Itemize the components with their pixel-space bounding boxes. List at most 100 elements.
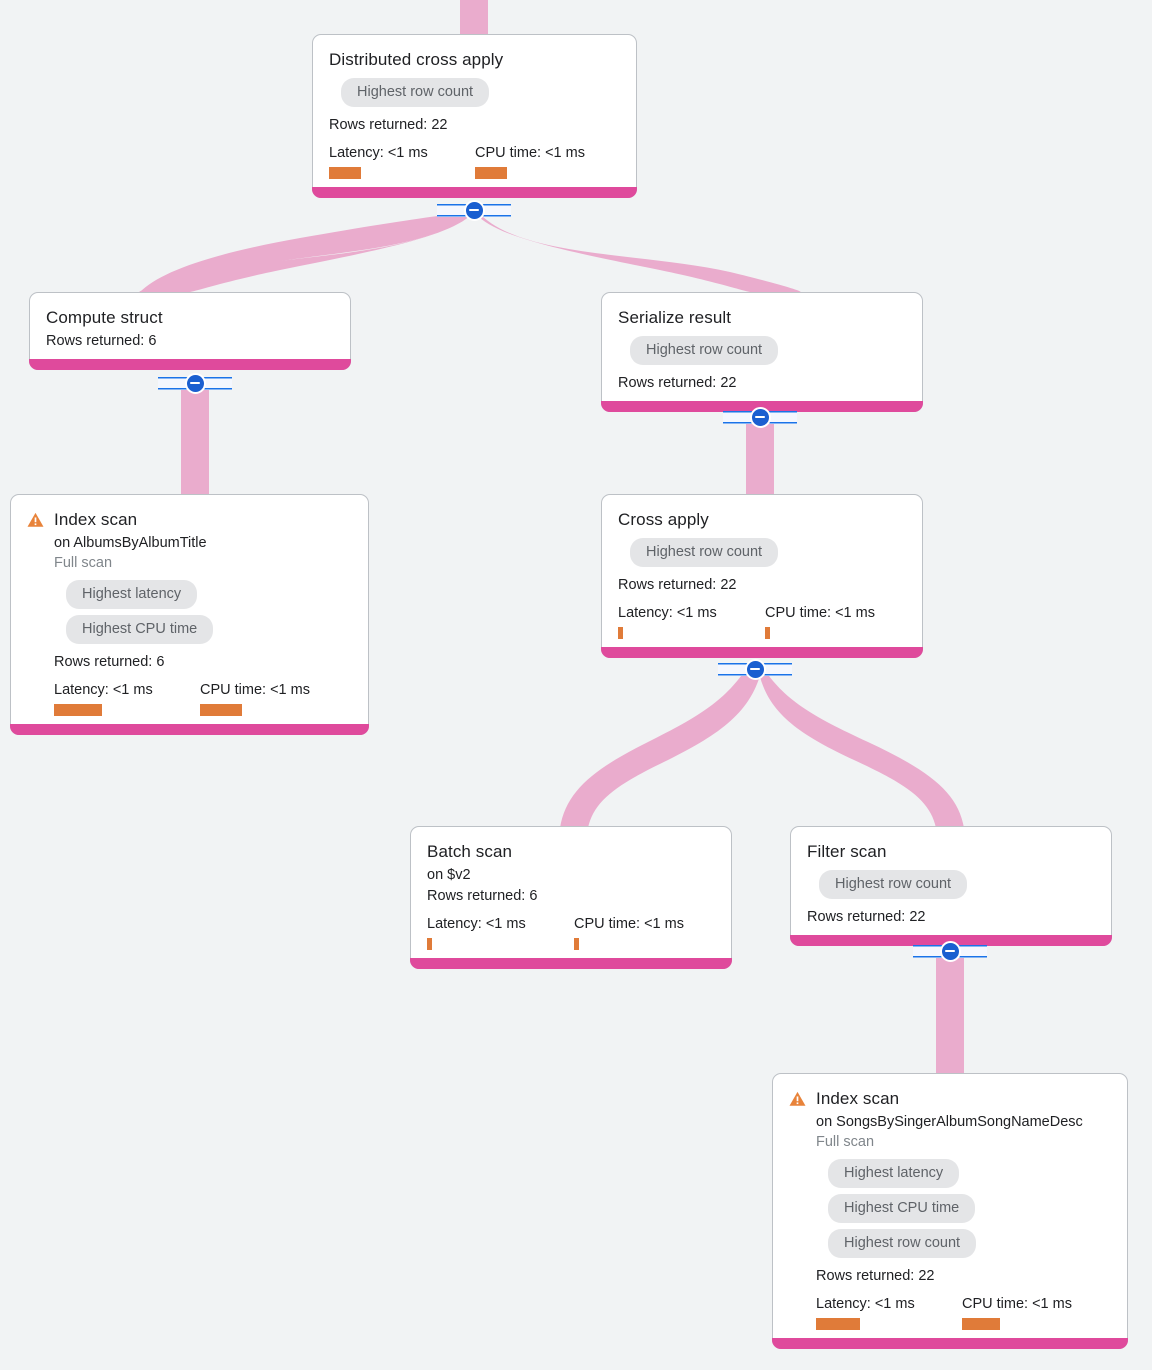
warning-icon bbox=[27, 512, 44, 527]
node-title: Serialize result bbox=[618, 308, 732, 327]
badge-highest-latency: Highest latency bbox=[828, 1159, 960, 1188]
node-title: Distributed cross apply bbox=[329, 50, 504, 69]
node-body: Highest row count Rows returned: 22 bbox=[807, 867, 1095, 927]
collapse-minus-icon bbox=[744, 658, 766, 680]
metric-latency-bar bbox=[329, 167, 361, 179]
node-index-scan-albums[interactable]: Index scan on AlbumsByAlbumTitle Full sc… bbox=[10, 494, 369, 735]
badge-highest-cpu-time: Highest CPU time bbox=[828, 1194, 976, 1223]
metric-latency: Latency: <1 ms bbox=[54, 681, 200, 716]
metric-latency-label: Latency: <1 ms bbox=[329, 145, 428, 161]
node-batch-scan[interactable]: Batch scan on $v2 Rows returned: 6 Laten… bbox=[410, 826, 732, 969]
rows-returned: Rows returned: 22 bbox=[618, 577, 737, 593]
metrics-row: Latency: <1 ms CPU time: <1 ms bbox=[329, 144, 620, 179]
rows-returned: Rows returned: 22 bbox=[807, 909, 926, 925]
node-title: Index scan bbox=[54, 510, 138, 529]
scan-target: on SongsBySingerAlbumSongNameDesc bbox=[816, 1114, 1083, 1130]
node-distributed-cross-apply[interactable]: Distributed cross apply Highest row coun… bbox=[312, 34, 637, 198]
badge-highest-cpu-time: Highest CPU time bbox=[66, 615, 214, 644]
node-title: Cross apply bbox=[618, 510, 709, 529]
metric-latency-bar bbox=[54, 704, 102, 716]
metric-latency-label: Latency: <1 ms bbox=[54, 682, 153, 698]
rows-returned: Rows returned: 22 bbox=[618, 375, 737, 391]
metric-cpu-time-bar bbox=[574, 938, 579, 950]
collapse-minus-icon bbox=[184, 372, 206, 394]
metric-cpu-time-bar bbox=[962, 1318, 1000, 1330]
node-status-bar bbox=[601, 647, 923, 658]
node-status-bar bbox=[29, 359, 351, 370]
metric-cpu-time: CPU time: <1 ms bbox=[574, 915, 684, 950]
node-status-bar bbox=[312, 187, 637, 198]
node-filter-scan[interactable]: Filter scan Highest row count Rows retur… bbox=[790, 826, 1112, 946]
metrics-row: Latency: <1 ms CPU time: <1 ms bbox=[54, 681, 352, 716]
node-header: Cross apply bbox=[618, 509, 906, 531]
rows-returned: Rows returned: 22 bbox=[329, 117, 448, 133]
rows-returned: Rows returned: 6 bbox=[427, 888, 538, 904]
node-header: Index scan bbox=[789, 1088, 1111, 1110]
badge-row: Highest row count bbox=[618, 535, 906, 570]
edge-root-to-serialize-result bbox=[476, 212, 801, 292]
badge-row: Highest row count bbox=[807, 867, 1095, 902]
node-title: Index scan bbox=[816, 1089, 900, 1108]
node-body: on AlbumsByAlbumTitle Full scan Highest … bbox=[54, 533, 352, 716]
collapse-toggle-filter-scan[interactable] bbox=[913, 939, 987, 963]
collapse-toggle-compute-struct[interactable] bbox=[158, 371, 232, 395]
metric-cpu-time-label: CPU time: <1 ms bbox=[962, 1296, 1072, 1312]
node-title: Batch scan bbox=[427, 842, 513, 861]
rows-returned: Rows returned: 6 bbox=[54, 654, 165, 670]
metric-cpu-time: CPU time: <1 ms bbox=[962, 1295, 1072, 1330]
node-compute-struct[interactable]: Compute struct Rows returned: 6 bbox=[29, 292, 351, 370]
metric-latency-label: Latency: <1 ms bbox=[816, 1296, 915, 1312]
edge-root-to-compute-struct bbox=[140, 212, 470, 292]
node-body: on $v2 Rows returned: 6 Latency: <1 ms C… bbox=[427, 865, 715, 950]
edge-root-to-compute-struct-body bbox=[139, 212, 472, 292]
metric-latency-bar bbox=[427, 938, 432, 950]
node-body: Highest row count Rows returned: 22 Late… bbox=[618, 535, 906, 639]
node-header: Compute struct bbox=[46, 307, 334, 329]
node-body: Highest row count Rows returned: 22 Late… bbox=[329, 75, 620, 179]
metric-cpu-time: CPU time: <1 ms bbox=[765, 604, 875, 639]
collapse-toggle-distributed-cross-apply[interactable] bbox=[437, 198, 511, 222]
warning-icon bbox=[789, 1091, 806, 1106]
edge-compute-struct-to-index-scan bbox=[181, 378, 209, 498]
collapse-toggle-serialize-result[interactable] bbox=[723, 405, 797, 429]
node-serialize-result[interactable]: Serialize result Highest row count Rows … bbox=[601, 292, 923, 412]
badge-highest-row-count: Highest row count bbox=[828, 1229, 977, 1258]
metric-cpu-time-label: CPU time: <1 ms bbox=[475, 145, 585, 161]
collapse-minus-icon bbox=[749, 406, 771, 428]
node-status-bar bbox=[772, 1338, 1128, 1349]
node-title: Compute struct bbox=[46, 308, 163, 327]
badge-row: Highest latency Highest CPU time Highest… bbox=[816, 1156, 1111, 1261]
metric-latency-bar bbox=[618, 627, 623, 639]
metrics-row: Latency: <1 ms CPU time: <1 ms bbox=[816, 1295, 1111, 1330]
node-title: Filter scan bbox=[807, 842, 887, 861]
node-header: Filter scan bbox=[807, 841, 1095, 863]
metric-cpu-time-label: CPU time: <1 ms bbox=[200, 682, 310, 698]
metric-cpu-time-label: CPU time: <1 ms bbox=[574, 916, 684, 932]
node-cross-apply[interactable]: Cross apply Highest row count Rows retur… bbox=[601, 494, 923, 658]
edge-root-inbound bbox=[460, 0, 488, 34]
node-header: Serialize result bbox=[618, 307, 906, 329]
node-header: Distributed cross apply bbox=[329, 49, 620, 71]
node-header: Batch scan bbox=[427, 841, 715, 863]
collapse-minus-icon bbox=[463, 199, 485, 221]
badge-row: Highest latency Highest CPU time bbox=[54, 577, 352, 647]
metric-latency: Latency: <1 ms bbox=[618, 604, 765, 639]
metric-latency: Latency: <1 ms bbox=[329, 144, 475, 179]
node-index-scan-songs[interactable]: Index scan on SongsBySingerAlbumSongName… bbox=[772, 1073, 1128, 1349]
scan-target: on $v2 bbox=[427, 867, 471, 883]
node-body: on SongsBySingerAlbumSongNameDesc Full s… bbox=[816, 1112, 1111, 1330]
badge-highest-row-count: Highest row count bbox=[630, 538, 779, 567]
badge-highest-row-count: Highest row count bbox=[630, 336, 779, 365]
metric-latency: Latency: <1 ms bbox=[427, 915, 574, 950]
node-status-bar bbox=[10, 724, 369, 735]
metric-latency: Latency: <1 ms bbox=[816, 1295, 962, 1330]
metric-cpu-time-bar bbox=[765, 627, 770, 639]
node-body: Highest row count Rows returned: 22 bbox=[618, 333, 906, 393]
collapse-toggle-cross-apply[interactable] bbox=[718, 657, 792, 681]
metric-latency-bar bbox=[816, 1318, 860, 1330]
metrics-row: Latency: <1 ms CPU time: <1 ms bbox=[618, 604, 906, 639]
collapse-minus-icon bbox=[939, 940, 961, 962]
metric-cpu-time: CPU time: <1 ms bbox=[200, 681, 310, 716]
metric-latency-label: Latency: <1 ms bbox=[427, 916, 526, 932]
